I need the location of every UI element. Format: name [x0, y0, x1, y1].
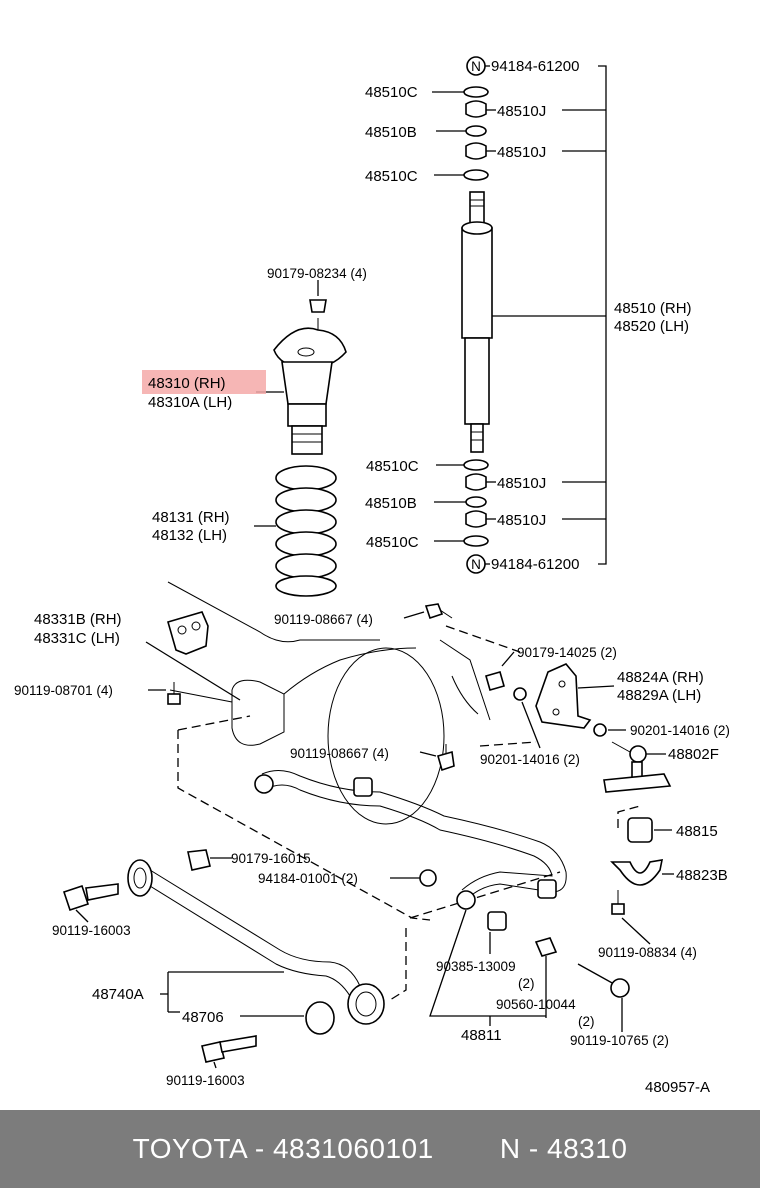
- label-j-bot1: 48510J: [497, 475, 546, 492]
- label-nut-16015: 90179-16015: [231, 851, 311, 866]
- label-bolt-16003-left: 90119-16003: [52, 923, 131, 938]
- coil-spring-icon: [254, 465, 337, 597]
- label-j-bot2: 48510J: [497, 512, 546, 529]
- bolt-icon: [611, 890, 651, 945]
- label-pin-10044: 90560-10044: [496, 997, 576, 1012]
- bolt-icon: [148, 682, 181, 705]
- stabilizer-link-icon: [603, 741, 672, 793]
- label-shock-rh: 48510 (RH): [614, 300, 692, 317]
- footer-ref-number: N - 48310: [499, 1133, 628, 1164]
- stabilizer-bar-icon: [254, 770, 567, 910]
- highlight-48310: [142, 370, 266, 394]
- bushing-icon: [593, 723, 607, 737]
- parts-diagram: N N: [14, 56, 730, 1096]
- washer-icon: [463, 169, 489, 181]
- label-b-bot: 48510B: [365, 495, 417, 512]
- label-j-top1: 48510J: [497, 103, 546, 120]
- svg-text:N: N: [471, 557, 481, 572]
- label-nut-top: 90179-08234 (4): [267, 266, 367, 281]
- label-bushing-14016-right: 90201-14016 (2): [630, 723, 730, 738]
- footer-part-number: TOYOTA - 4831060101: [132, 1133, 434, 1164]
- label-link-48802f: 48802F: [668, 746, 719, 763]
- label-c-bot1: 48510C: [366, 458, 419, 475]
- label-diagram-code: 480957-A: [645, 1079, 710, 1096]
- label-j-top2: 48510J: [497, 144, 546, 161]
- label-bracket-lh: 48331C (LH): [34, 630, 120, 647]
- label-bolt-08667-top: 90119-08667 (4): [274, 612, 373, 627]
- svg-text:N: N: [471, 59, 481, 74]
- bracket-48331-icon: [145, 611, 241, 701]
- label-nut-01001: 94184-01001 (2): [258, 871, 358, 886]
- label-spring-lh: 48132 (LH): [152, 527, 227, 544]
- label-bumper-lh: 48310A (LH): [148, 394, 232, 411]
- bolt-icon: [62, 883, 119, 923]
- nut-icon: [187, 849, 211, 871]
- part-number-footer: TOYOTA - 4831060101 N - 48310: [0, 1110, 760, 1188]
- label-shock-lh: 48520 (LH): [614, 318, 689, 335]
- label-bolt-08667-mid: 90119-08667 (4): [290, 746, 389, 761]
- cushion-icon: [465, 100, 487, 118]
- washer-icon: [463, 86, 489, 98]
- label-bushing-13009-qty: (2): [518, 976, 535, 991]
- bushing-icon: [487, 911, 507, 931]
- bushing-48815-icon: [627, 817, 653, 843]
- label-bushing-14016-mid: 90201-14016 (2): [480, 752, 580, 767]
- label-b-top: 48510B: [365, 124, 417, 141]
- label-bumper-rh: 48310 (RH): [148, 375, 226, 392]
- label-bushing-48815: 48815: [676, 823, 718, 840]
- label-c-top2: 48510C: [365, 168, 418, 185]
- bolt-icon: [419, 744, 455, 772]
- nut-icon: [309, 299, 327, 313]
- bracket-48823b-icon: [610, 859, 664, 886]
- label-pin-10044-qty: (2): [578, 1014, 595, 1029]
- bolt-icon: [403, 603, 453, 620]
- shock-rod-icon: [469, 191, 485, 225]
- label-bracket2-lh: 48829A (LH): [617, 687, 701, 704]
- label-bolt-08701: 90119-08701 (4): [14, 683, 113, 698]
- label-bolt-10765: 90119-10765 (2): [570, 1033, 669, 1048]
- bushing-48706-icon: [305, 1001, 335, 1035]
- shock-body-icon: [461, 227, 493, 339]
- label-bushing-48706: 48706: [182, 1009, 224, 1026]
- label-c-bot2: 48510C: [366, 534, 419, 551]
- label-bracket2-rh: 48824A (RH): [617, 669, 704, 686]
- cushion-icon: [465, 142, 487, 160]
- retainer-icon: [465, 125, 487, 137]
- label-n-nut-bot: 94184-61200: [491, 556, 579, 573]
- label-n-nut-top: 94184-61200: [491, 58, 579, 75]
- axle-housing-sketch: [167, 581, 491, 825]
- bumper-body-icon: [281, 361, 333, 405]
- shock-absorber-group: N N: [432, 56, 607, 574]
- bolt-icon: [577, 963, 630, 1032]
- bushing-icon: [513, 687, 527, 701]
- label-bracket-rh: 48331B (RH): [34, 611, 122, 628]
- label-c-top1: 48510C: [365, 84, 418, 101]
- label-bolt-16003-bottom: 90119-16003: [166, 1073, 245, 1088]
- label-bracket-48823b: 48823B: [676, 867, 728, 884]
- bolt-icon: [201, 1035, 257, 1069]
- label-stabilizer-48811: 48811: [461, 1027, 502, 1044]
- nut-icon: [485, 671, 505, 691]
- label-bolt-08834: 90119-08834 (4): [598, 945, 697, 960]
- label-rod-48740a: 48740A: [92, 986, 144, 1003]
- lateral-rod-icon: [127, 859, 385, 1025]
- label-nut-14025: 90179-14025 (2): [517, 645, 617, 660]
- bump-stopper-group: [256, 280, 347, 455]
- nut-icon: [419, 869, 437, 887]
- collar-icon: [534, 937, 558, 957]
- label-bushing-13009: 90385-13009: [436, 959, 516, 974]
- label-spring-rh: 48131 (RH): [152, 509, 230, 526]
- bracket-48824-icon: [535, 663, 615, 729]
